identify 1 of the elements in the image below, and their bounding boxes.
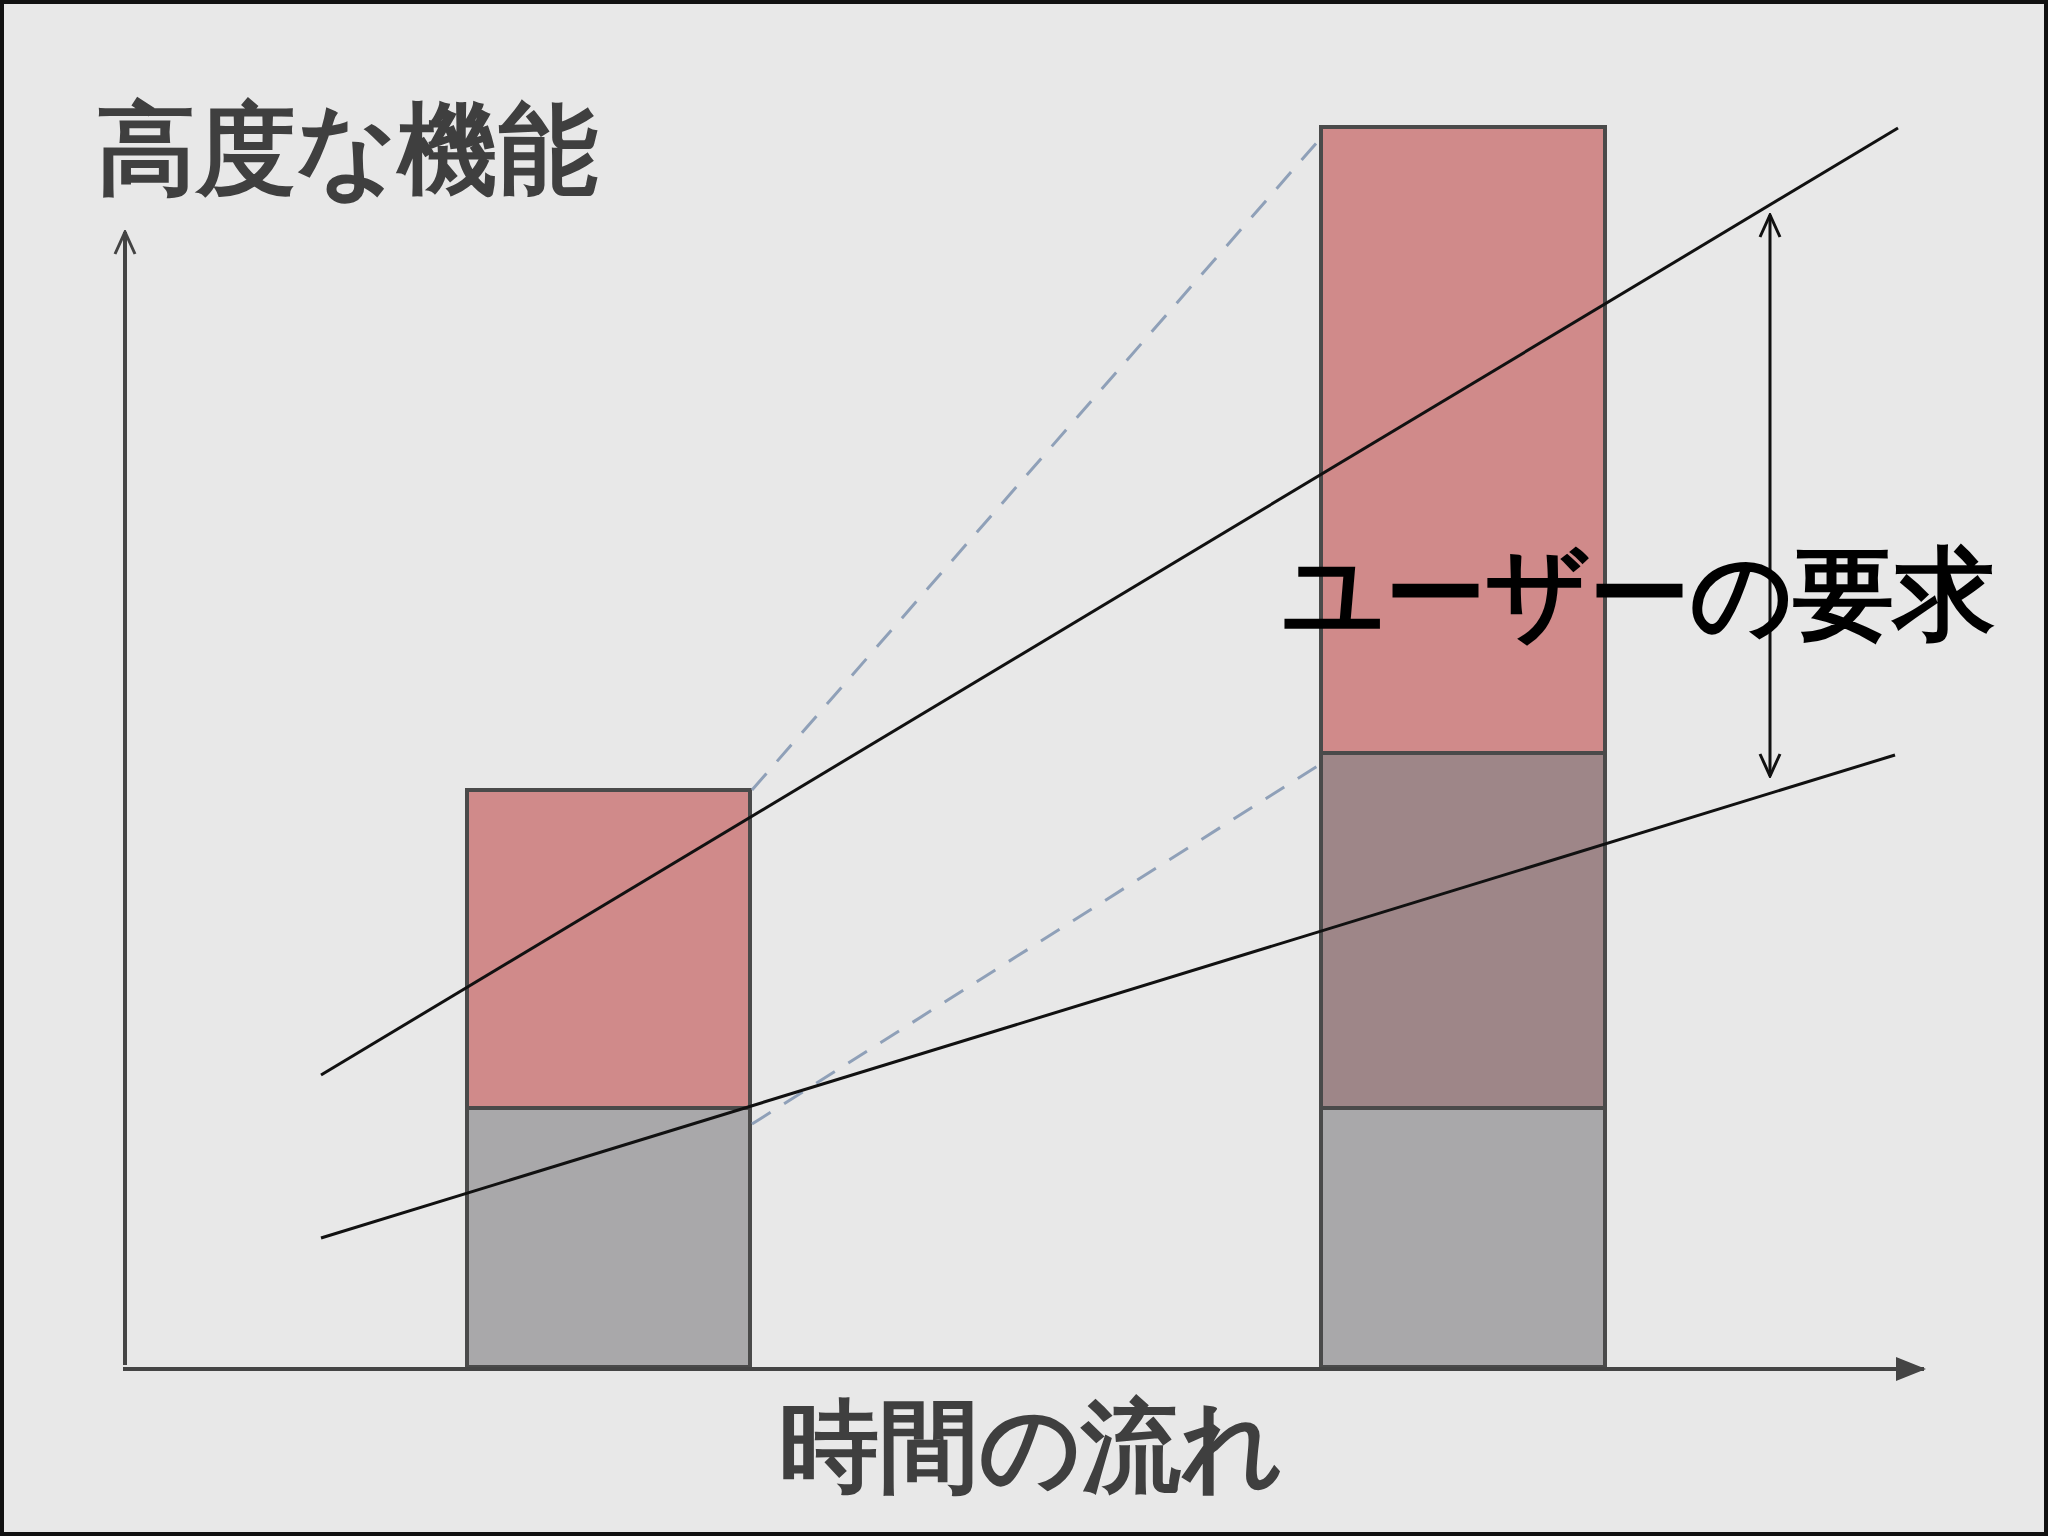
- dashed-connector: [751, 763, 1320, 1126]
